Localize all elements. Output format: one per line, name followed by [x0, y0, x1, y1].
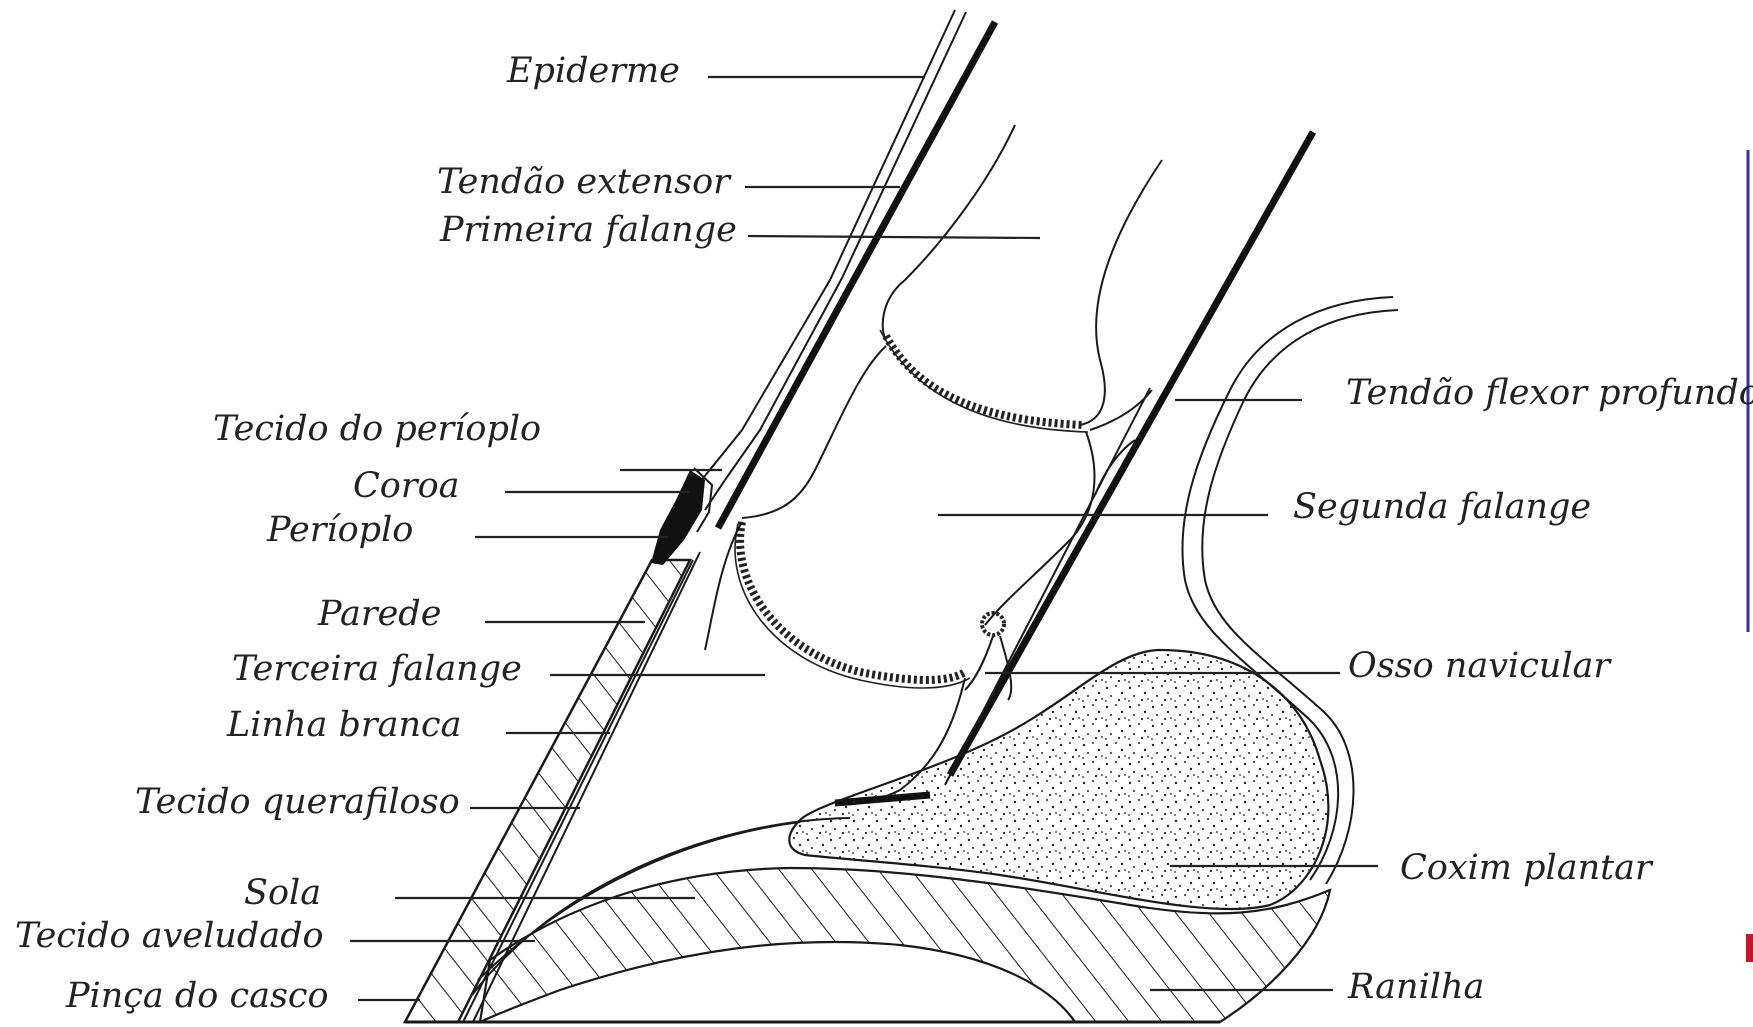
- leader-primeira-falange: [748, 236, 1040, 238]
- label-sola: Sola: [244, 873, 321, 913]
- label-primeira-falange: Primeira falange: [439, 210, 737, 250]
- corner-mark: [1746, 934, 1753, 962]
- distal-joint-edge: [735, 524, 970, 688]
- label-pinca-casco: Pinça do casco: [65, 976, 329, 1016]
- distal-joint: [740, 522, 965, 680]
- proximal-joint-edge: [880, 330, 1088, 432]
- label-perioplo: Períoplo: [266, 510, 413, 550]
- label-tecido-querafiloso: Tecido querafiloso: [135, 782, 460, 822]
- epidermis-outer-line: [668, 10, 955, 525]
- perioplic-mass: [651, 470, 705, 565]
- extensor-tendon: [718, 22, 995, 528]
- first-phalanx: [883, 125, 1162, 425]
- epidermis-inner-line: [705, 12, 966, 510]
- label-tecido-aveludado: Tecido aveludado: [15, 916, 324, 956]
- label-epiderme: Epiderme: [506, 51, 680, 91]
- label-tendao-flexor: Tendão flexor profundo: [1346, 373, 1753, 413]
- label-parede: Parede: [317, 594, 441, 634]
- label-linha-branca: Linha branca: [226, 705, 462, 745]
- label-coxim-plantar: Coxim plantar: [1400, 848, 1654, 888]
- label-osso-navicular: Osso navicular: [1348, 646, 1612, 686]
- label-coroa: Coroa: [353, 466, 460, 506]
- label-segunda-falange: Segunda falange: [1293, 487, 1591, 527]
- label-terceira-falange: Terceira falange: [232, 649, 522, 689]
- proximal-joint: [886, 336, 1083, 425]
- label-tecido-perioplo: Tecido do períoplo: [213, 409, 541, 449]
- label-ranilha: Ranilha: [1347, 967, 1484, 1007]
- label-tendao-extensor: Tendão extensor: [437, 162, 732, 202]
